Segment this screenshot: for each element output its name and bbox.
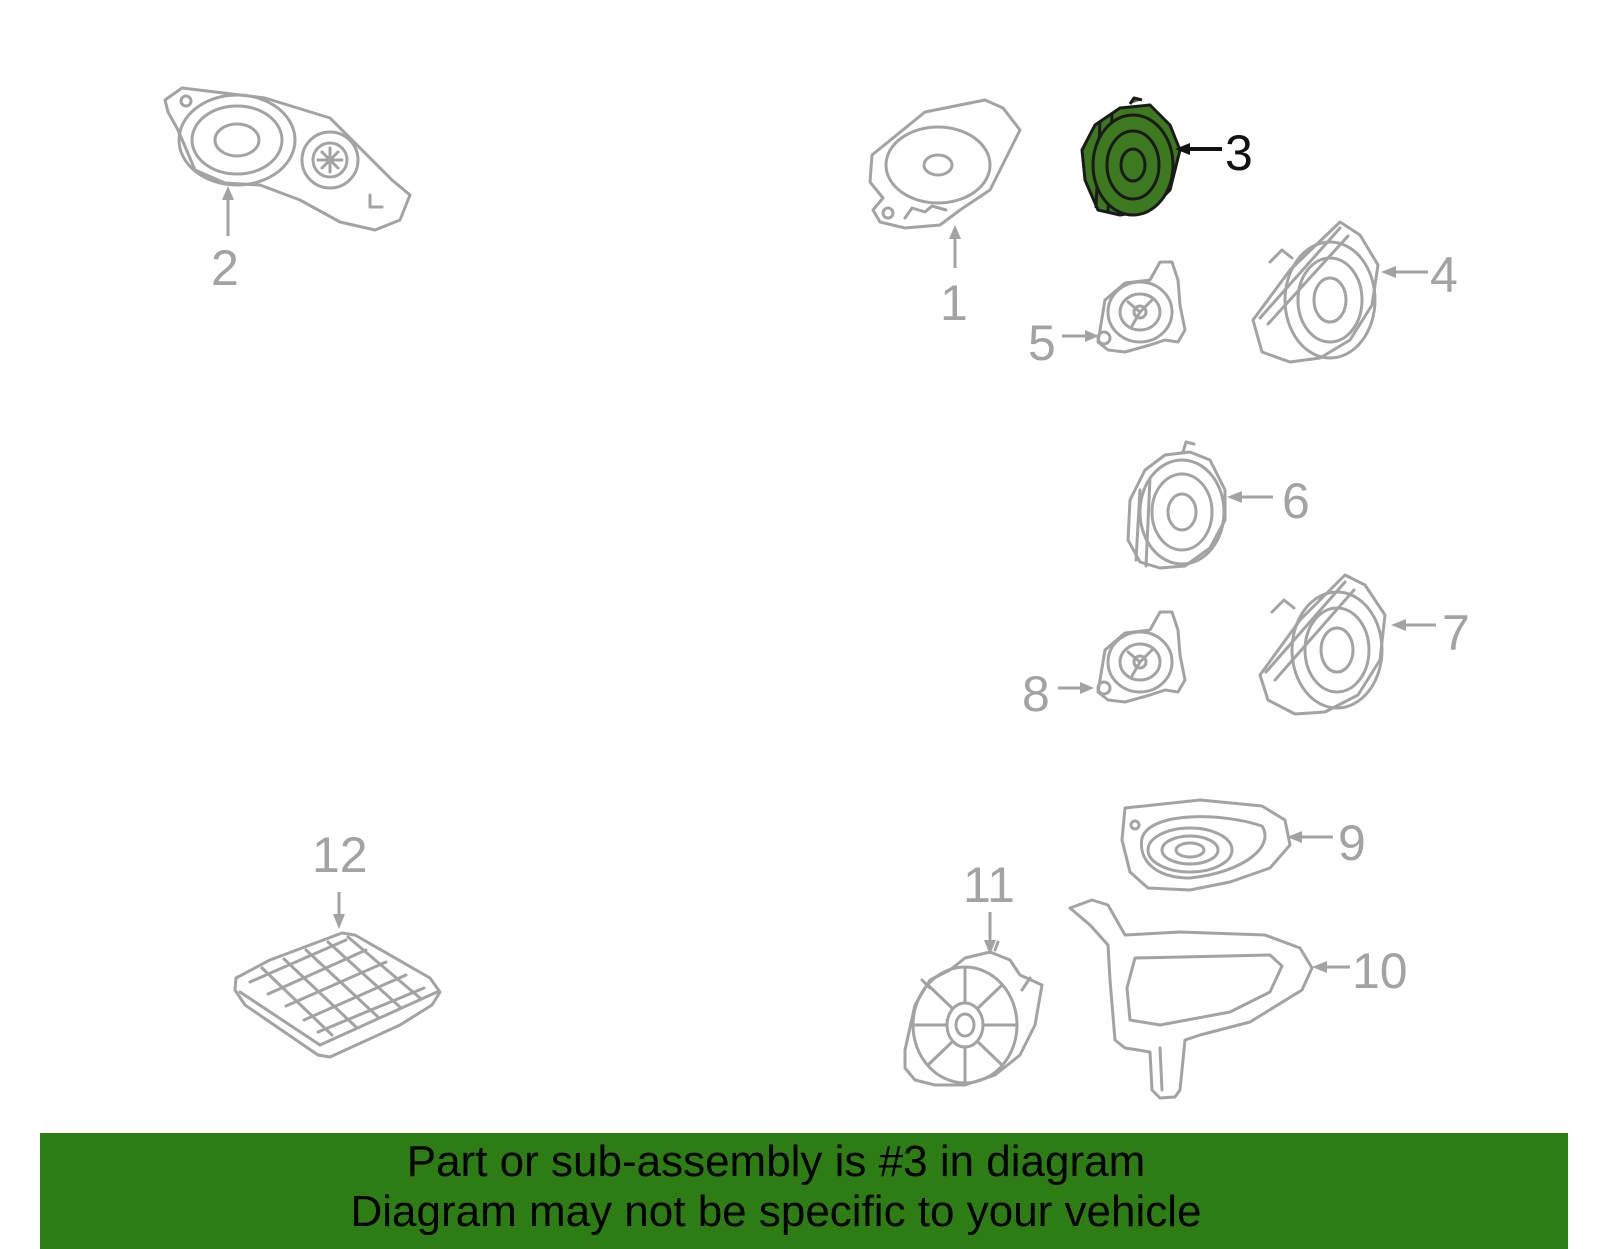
- leader-4: [1381, 266, 1428, 278]
- callout-2: 2: [211, 240, 239, 296]
- callout-10: 10: [1352, 943, 1408, 999]
- part-8-small-tweeter[interactable]: [1096, 610, 1187, 704]
- callout-5: 5: [1028, 315, 1056, 371]
- part-info-banner: Part or sub-assembly is #3 in diagram Di…: [40, 1133, 1568, 1249]
- part-4-door-speaker[interactable]: [1251, 220, 1380, 364]
- callout-4: 4: [1430, 247, 1458, 303]
- leader-3: [1175, 143, 1222, 155]
- part-3-tweeter-highlighted[interactable]: [1080, 96, 1182, 217]
- callout-11: 11: [963, 857, 1015, 913]
- leader-7: [1391, 619, 1436, 631]
- leader-1: [949, 225, 961, 268]
- callout-8: 8: [1022, 666, 1050, 722]
- part-10-speaker-enclosure[interactable]: [1068, 898, 1314, 1100]
- leader-12: [333, 892, 345, 929]
- part-12-grille[interactable]: [233, 931, 442, 1059]
- leader-5: [1062, 330, 1099, 342]
- leader-2: [222, 186, 234, 236]
- banner-line-2: Diagram may not be specific to your vehi…: [350, 1187, 1202, 1236]
- callout-6: 6: [1282, 473, 1310, 529]
- banner-line-1: Part or sub-assembly is #3 in diagram: [406, 1137, 1146, 1186]
- part-2-speaker-bracket[interactable]: [163, 86, 412, 232]
- leader-11: [984, 912, 996, 955]
- callout-1: 1: [940, 275, 968, 331]
- part-7-door-speaker[interactable]: [1258, 573, 1387, 716]
- part-9-oval-speaker[interactable]: [1120, 798, 1292, 892]
- part-6-speaker[interactable]: [1126, 440, 1227, 570]
- part-11-woofer[interactable]: [903, 940, 1044, 1087]
- part-5-small-tweeter[interactable]: [1096, 260, 1187, 354]
- leader-8: [1058, 682, 1094, 694]
- leader-10: [1312, 961, 1350, 973]
- callout-7: 7: [1442, 605, 1470, 661]
- callout-3: 3: [1225, 125, 1253, 181]
- leader-9: [1287, 831, 1333, 843]
- callout-12: 12: [312, 827, 368, 883]
- callout-9: 9: [1338, 815, 1366, 871]
- leader-6: [1227, 491, 1273, 503]
- part-1-tweeter-bracket[interactable]: [868, 98, 1022, 230]
